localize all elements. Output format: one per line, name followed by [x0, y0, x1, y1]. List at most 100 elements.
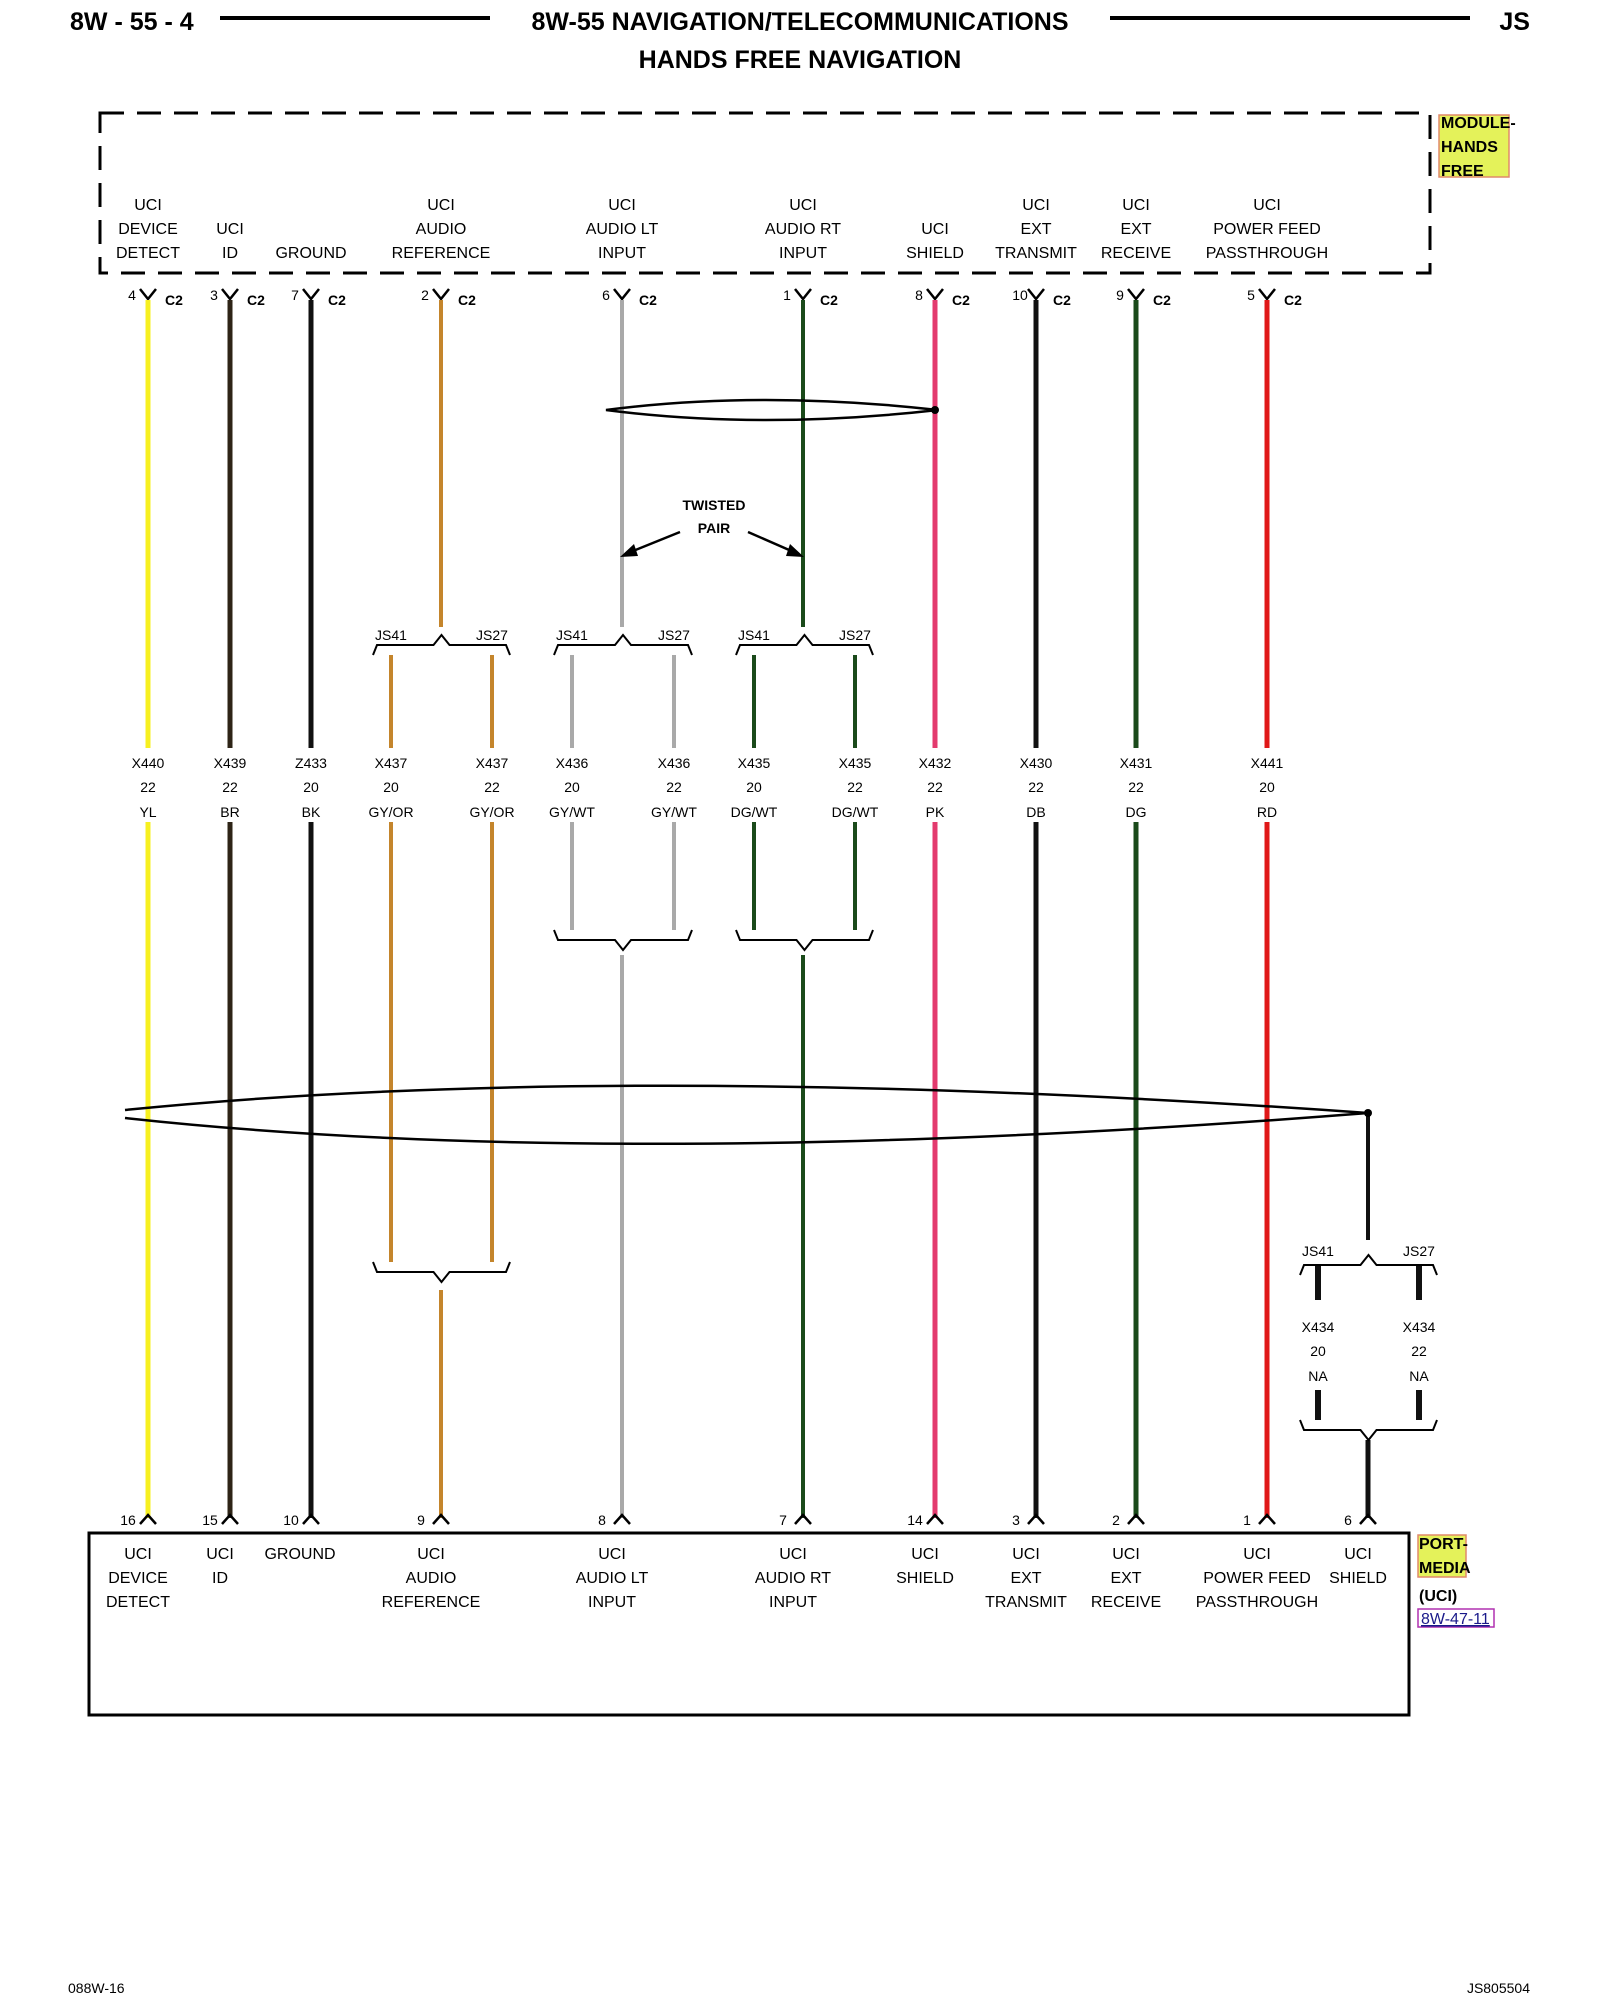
splice-label-js27: JS27 [839, 627, 871, 643]
bottom-pin-label: REFERENCE [382, 1594, 481, 1611]
wire-gauge: 20 [1310, 1343, 1326, 1359]
top-connector-label: C2 [328, 292, 346, 308]
top-pin-label: AUDIO RT [765, 221, 841, 238]
drain-tap-dot [1364, 1109, 1372, 1117]
splice-bracket-audio-lt-bottom [553, 929, 693, 952]
bottom-pin-label: DETECT [106, 1594, 170, 1611]
top-pin-label: RECEIVE [1101, 245, 1171, 262]
top-pin-fork [1027, 288, 1045, 302]
bottom-pin-fork [1027, 1513, 1045, 1525]
label-mask [1389, 1310, 1449, 1388]
twisted-pair-label-1: TWISTED [683, 497, 746, 513]
splice-label-js41: JS41 [556, 627, 588, 643]
top-pin-label: UCI [1122, 197, 1150, 214]
page-title: 8W-55 NAVIGATION/TELECOMMUNICATIONS [532, 8, 1069, 36]
bottom-pin-label: UCI [124, 1546, 152, 1563]
bottom-pin-label: POWER FEED [1203, 1570, 1311, 1587]
bottom-pin-fork [1359, 1513, 1377, 1525]
bottom-pin-label: AUDIO RT [755, 1570, 831, 1587]
label-mask [1104, 748, 1168, 822]
bottom-pin-label: UCI [1344, 1546, 1372, 1563]
wire-circuit: X434 [1302, 1319, 1335, 1335]
wire-gauge: 20 [1259, 779, 1275, 795]
model-code: JS [1499, 8, 1530, 36]
wire-circuit: X436 [658, 755, 691, 771]
wire-circuit: X436 [556, 755, 589, 771]
splice-bracket-shield-bottom [1299, 1419, 1438, 1442]
wire-circuit: X435 [839, 755, 872, 771]
module-name-line-2: HANDS [1441, 139, 1498, 156]
label-mask [722, 748, 786, 822]
top-pin-fork [302, 288, 320, 302]
wire-circuit: X440 [132, 755, 165, 771]
top-pin-label: UCI [1022, 197, 1050, 214]
label-mask [903, 748, 967, 822]
bottom-pin-number: 7 [779, 1512, 787, 1528]
wire-color-code: DG/WT [832, 804, 879, 820]
label-mask [642, 748, 706, 822]
top-pin-number: 7 [291, 287, 299, 303]
top-pin-number: 5 [1247, 287, 1255, 303]
top-pin-label: GROUND [275, 245, 346, 262]
wire-gauge: 22 [847, 779, 863, 795]
top-pin-label: AUDIO LT [586, 221, 659, 238]
top-pin-label: INPUT [779, 245, 827, 262]
bottom-pin-fork [432, 1513, 450, 1525]
top-connector-label: C2 [165, 292, 183, 308]
wire-color-code: DG/WT [731, 804, 778, 820]
wire-circuit: X441 [1251, 755, 1284, 771]
wire-gauge: 22 [222, 779, 238, 795]
splice-bracket-shield-top [1299, 1253, 1438, 1276]
bottom-pin-label: UCI [1012, 1546, 1040, 1563]
top-pin-label: UCI [427, 197, 455, 214]
wire-color-code: GY/OR [368, 804, 413, 820]
bottom-pin-label: UCI [911, 1546, 939, 1563]
wire-circuit: X437 [476, 755, 509, 771]
top-pin-number: 1 [783, 287, 791, 303]
top-pin-number: 2 [421, 287, 429, 303]
top-pin-label: POWER FEED [1213, 221, 1321, 238]
port-media-ref-link[interactable]: 8W-47-11 [1421, 1611, 1490, 1628]
splice-bracket-audio-rt-top [735, 633, 874, 656]
twisted-pair-callout: TWISTED PAIR [620, 497, 804, 557]
wire-gauge: 20 [564, 779, 580, 795]
wire-color-code: NA [1409, 1368, 1429, 1384]
wire-color-code: DG [1126, 804, 1147, 820]
wire-color-code: BR [220, 804, 239, 820]
top-pin-number: 6 [602, 287, 610, 303]
top-pin-number: 4 [128, 287, 136, 303]
wire-gauge: 22 [1128, 779, 1144, 795]
module-name-line-1: MODULE- [1441, 115, 1516, 132]
bottom-pin-fork [139, 1513, 157, 1525]
module-name-line-3: FREE [1441, 163, 1484, 180]
label-mask [460, 748, 524, 822]
label-mask [198, 748, 262, 822]
bottom-pin-label: AUDIO LT [576, 1570, 649, 1587]
top-pin-label: AUDIO [416, 221, 467, 238]
bottom-pin-label: RECEIVE [1091, 1594, 1161, 1611]
wire-color-code: GY/WT [549, 804, 595, 820]
top-pin-fork [794, 288, 812, 302]
hands-free-module: MODULE- HANDS FREE UCI DEVICE DETECT 4 C2 UCI… [98, 111, 1516, 308]
top-pin-fork [221, 288, 239, 302]
top-pin-fork [1127, 288, 1145, 302]
splice-label-js41: JS41 [375, 627, 407, 643]
page-subtitle: HANDS FREE NAVIGATION [639, 46, 962, 74]
wire-color-code: PK [926, 804, 945, 820]
splice-bracket-audio-ref-bottom [372, 1261, 511, 1284]
top-connector-label: C2 [1053, 292, 1071, 308]
bottom-pin-label: UCI [598, 1546, 626, 1563]
port-media-module: PORT- MEDIA (UCI) 8W-47-11 16UCIDEVICEDE… [87, 1512, 1495, 1717]
wire-color-code: GY/WT [651, 804, 697, 820]
shield-tap-dot [931, 406, 939, 414]
wire-gauge: 22 [927, 779, 943, 795]
top-pin-label: DEVICE [118, 221, 178, 238]
bottom-pin-label: GROUND [264, 1546, 335, 1563]
label-mask [116, 748, 180, 822]
bottom-pin-label: UCI [779, 1546, 807, 1563]
top-pin-label: EXT [1120, 221, 1151, 238]
bottom-pin-fork [302, 1513, 320, 1525]
bottom-pin-number: 8 [598, 1512, 606, 1528]
top-pin-label: DETECT [116, 245, 180, 262]
